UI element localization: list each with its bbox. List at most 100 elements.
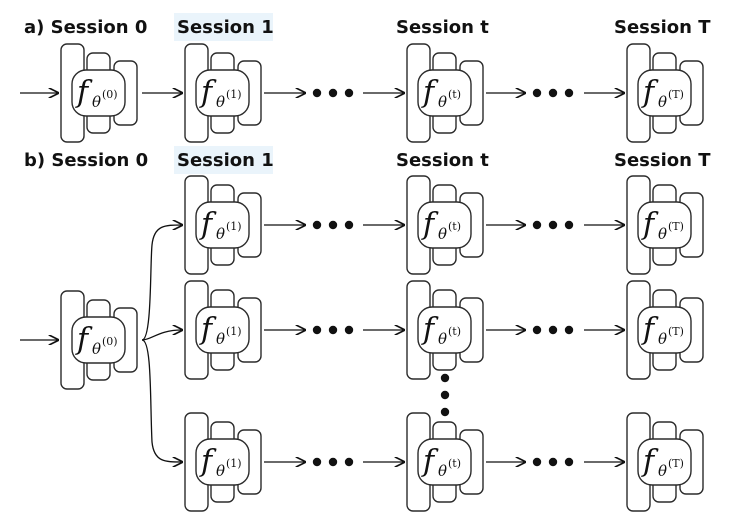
session-1-highlight	[174, 13, 273, 41]
dot	[328, 88, 338, 98]
parameter-symbol: θ	[216, 462, 225, 480]
dot	[344, 88, 354, 98]
session-index: (T)	[668, 325, 684, 338]
parameter-symbol: θ	[216, 330, 225, 348]
model-function-box	[195, 438, 250, 486]
session-index: (t)	[448, 457, 461, 470]
session-1-highlight	[174, 146, 273, 174]
dot	[532, 220, 542, 230]
parameter-symbol: θ	[438, 330, 447, 348]
session-index: (1)	[226, 457, 242, 470]
session-index: (T)	[668, 88, 684, 101]
dot	[440, 407, 450, 417]
panel-a-session-t-header: Session t	[396, 17, 489, 38]
dot	[564, 325, 574, 335]
dot	[564, 88, 574, 98]
vertical-ellipsis-dots	[440, 373, 450, 417]
model-function-box	[195, 69, 250, 117]
model-function-box	[417, 69, 472, 117]
panel-a-session-1-header: Session 1	[177, 17, 274, 38]
dot	[564, 220, 574, 230]
dot	[312, 88, 322, 98]
model-function-box	[195, 201, 250, 249]
parameter-symbol: θ	[658, 330, 667, 348]
dot	[328, 457, 338, 467]
session-index: (t)	[448, 88, 461, 101]
model-function-box	[71, 316, 126, 364]
session-index: (1)	[226, 325, 242, 338]
dot	[564, 457, 574, 467]
session-index: (t)	[448, 220, 461, 233]
parameter-symbol: θ	[216, 93, 225, 111]
panel-a-label: a) Session 0	[24, 17, 147, 38]
dot	[532, 88, 542, 98]
model-function-box	[195, 306, 250, 354]
model-function-box	[637, 438, 692, 486]
dot	[328, 325, 338, 335]
panel-b-session-1-header: Session 1	[177, 150, 274, 171]
dot	[312, 325, 322, 335]
dot	[548, 220, 558, 230]
model-function-box	[417, 306, 472, 354]
model-function-box	[417, 438, 472, 486]
parameter-symbol: θ	[658, 225, 667, 243]
parameter-symbol: θ	[92, 340, 101, 358]
parameter-symbol: θ	[658, 462, 667, 480]
dot	[532, 325, 542, 335]
ellipsis-dots	[312, 220, 354, 230]
session-index: (t)	[448, 325, 461, 338]
panel-b-label: b) Session 0	[24, 150, 148, 171]
ellipsis-dots	[532, 220, 574, 230]
session-index: (0)	[102, 335, 118, 348]
ellipsis-dots	[532, 457, 574, 467]
ellipsis-dots	[532, 325, 574, 335]
parameter-symbol: θ	[92, 93, 101, 111]
ellipsis-dots	[312, 88, 354, 98]
session-index: (T)	[668, 220, 684, 233]
dot	[440, 373, 450, 383]
model-function-box	[71, 69, 126, 117]
model-function-box	[637, 69, 692, 117]
session-index: (1)	[226, 220, 242, 233]
ellipsis-dots	[532, 88, 574, 98]
panel-a-headers: a) Session 0 Session 1 Session t Session…	[24, 13, 711, 41]
parameter-symbol: θ	[658, 93, 667, 111]
dot	[532, 457, 542, 467]
dot	[548, 457, 558, 467]
dot	[344, 325, 354, 335]
session-index: (1)	[226, 88, 242, 101]
parameter-symbol: θ	[438, 93, 447, 111]
parameter-symbol: θ	[438, 225, 447, 243]
ellipsis-dots	[312, 457, 354, 467]
panel-b-headers: b) Session 0 Session 1 Session t Session…	[24, 146, 711, 174]
session-index: (0)	[102, 88, 118, 101]
dot	[548, 88, 558, 98]
model-function-box	[417, 201, 472, 249]
branch-arrow-middle	[141, 330, 182, 341]
panel-b-session-T-header: Session T	[614, 150, 711, 171]
panel-b-session-t-header: Session t	[396, 150, 489, 171]
dot	[328, 220, 338, 230]
dot	[344, 220, 354, 230]
branch-arrow-bottom	[141, 339, 182, 462]
dot	[344, 457, 354, 467]
model-function-box	[637, 306, 692, 354]
session-index: (T)	[668, 457, 684, 470]
dot	[440, 390, 450, 400]
parameter-symbol: θ	[438, 462, 447, 480]
model-function-box	[637, 201, 692, 249]
dot	[312, 220, 322, 230]
ellipsis-dots	[312, 325, 354, 335]
